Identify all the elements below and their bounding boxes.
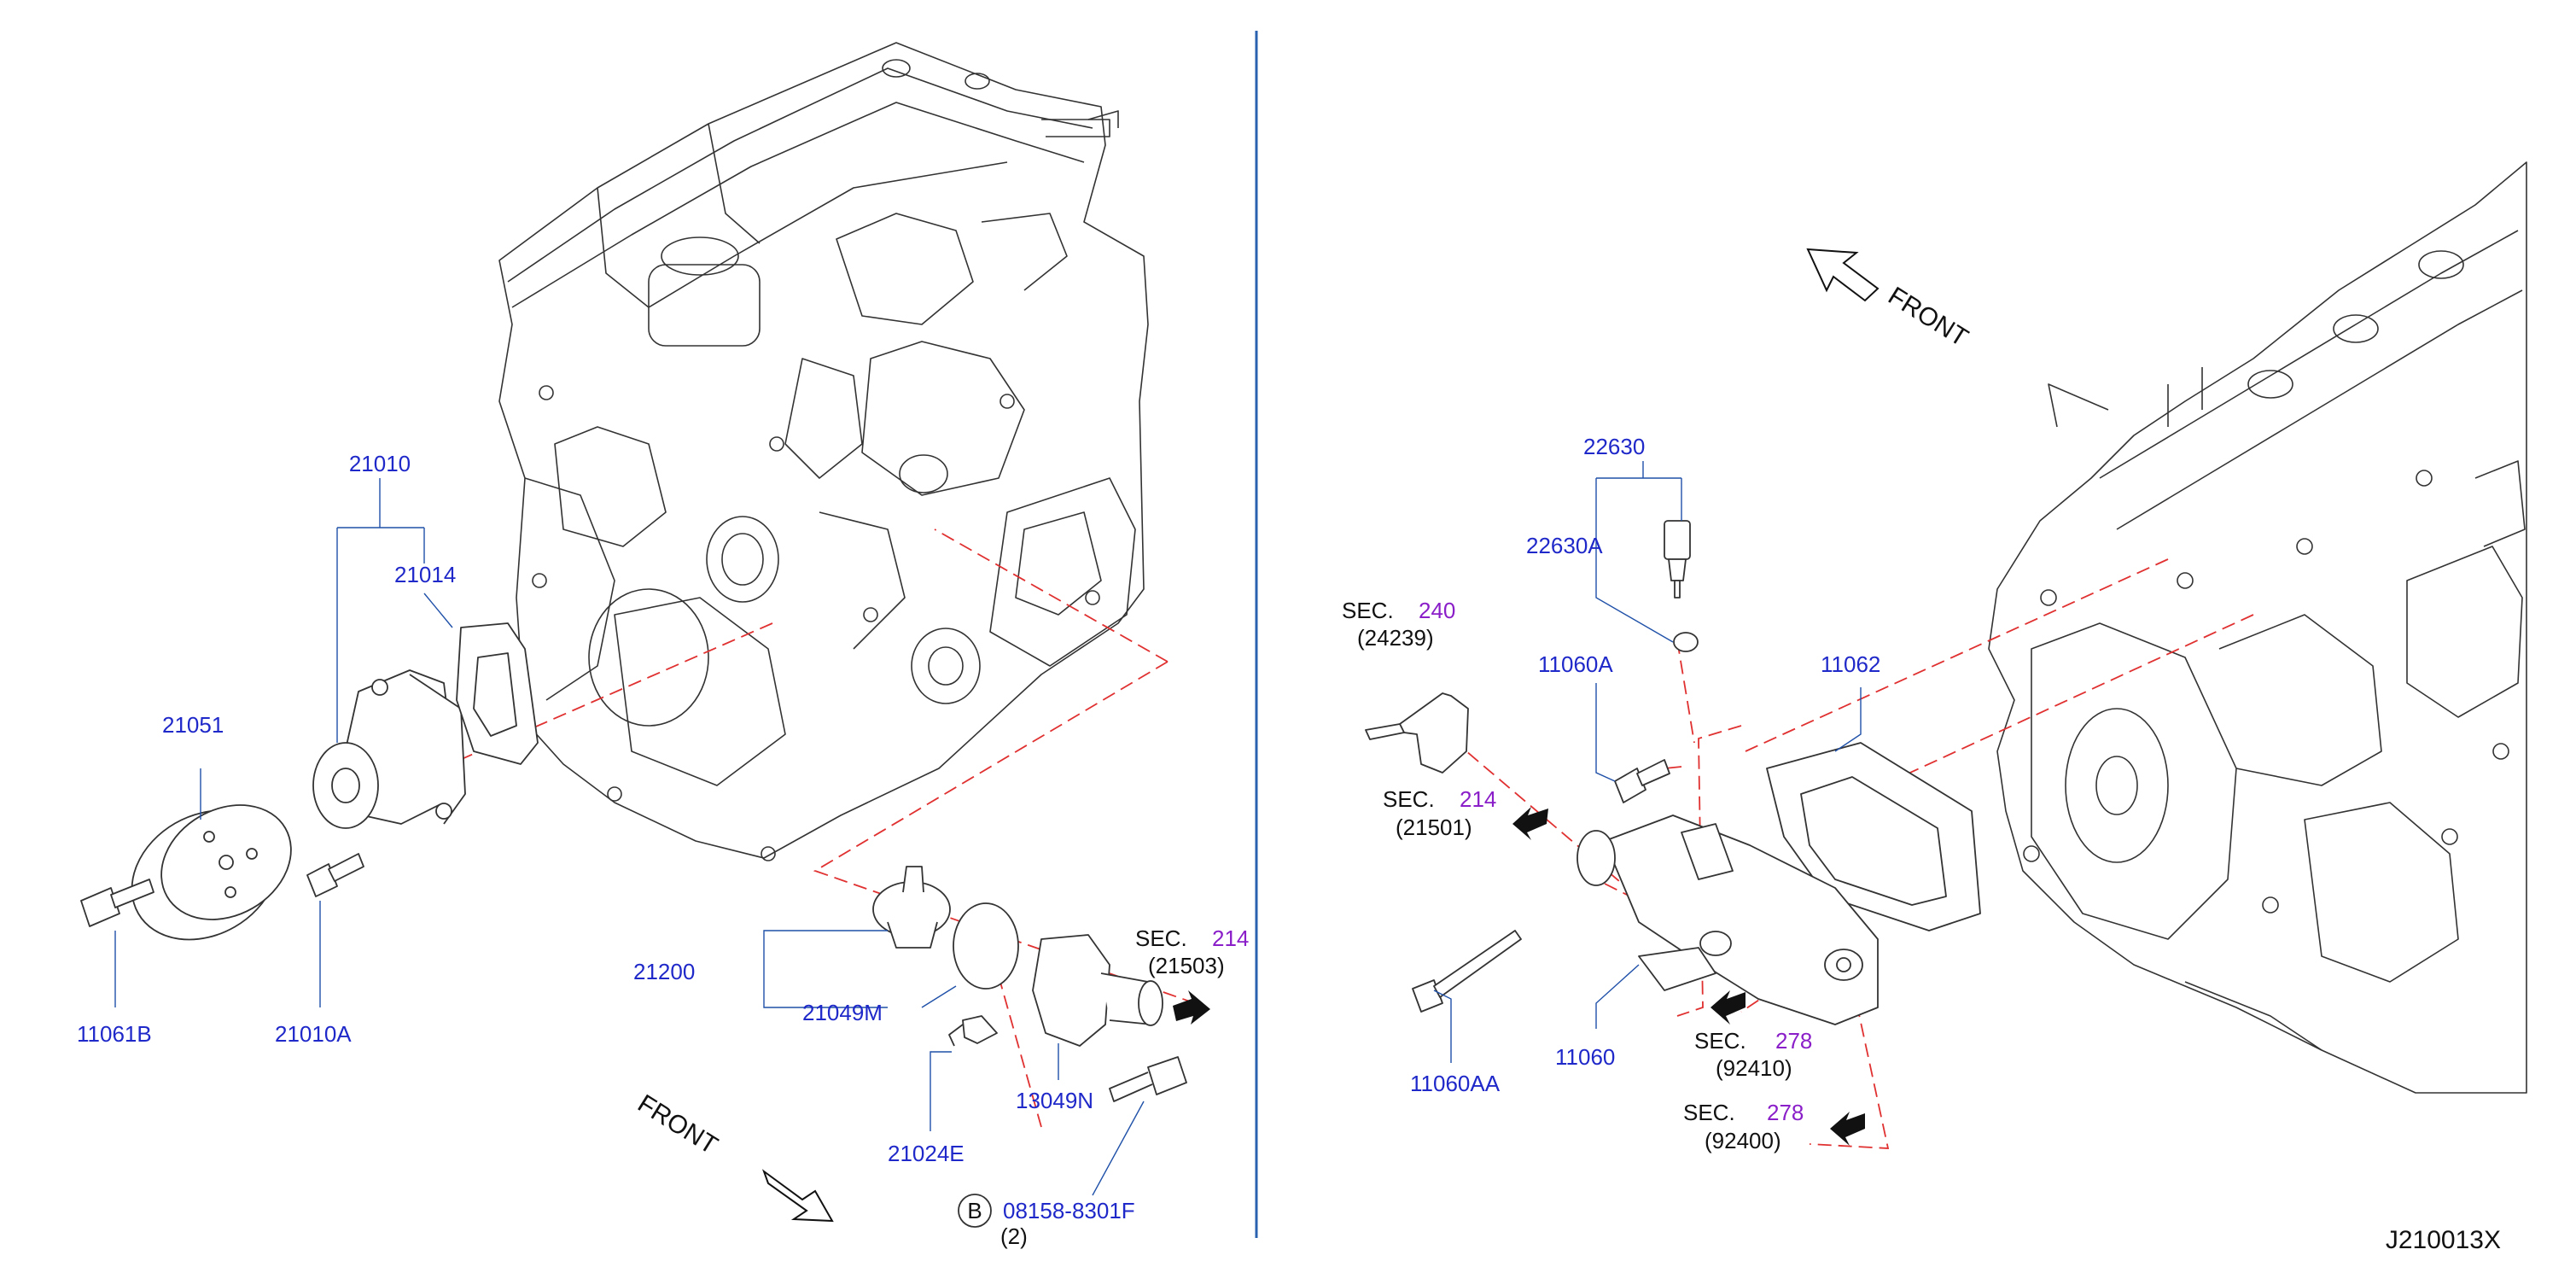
svg-text:SEC.: SEC. xyxy=(1135,925,1187,951)
svg-text:B: B xyxy=(967,1198,982,1223)
label-11060AA: 11060AA xyxy=(1410,1071,1501,1096)
label-13049N: 13049N xyxy=(1016,1088,1093,1113)
diagram-id: J210013X xyxy=(2386,1226,2501,1254)
svg-text:(92400): (92400) xyxy=(1705,1128,1781,1153)
svg-text:SEC.: SEC. xyxy=(1694,1028,1746,1054)
label-21200: 21200 xyxy=(633,959,695,984)
bolt-11060A xyxy=(1614,759,1670,803)
svg-text:(92410): (92410) xyxy=(1716,1055,1792,1081)
svg-text:(21501): (21501) xyxy=(1396,814,1472,840)
svg-text:(21503): (21503) xyxy=(1148,953,1225,978)
arrow-sec-214-left xyxy=(1173,990,1210,1025)
label-21010A: 21010A xyxy=(275,1021,352,1047)
gasket-ring-21049M xyxy=(953,902,1019,990)
pulley-21051 xyxy=(131,804,292,941)
sec-214-left-ref: SEC. 214 (21503) xyxy=(1135,925,1249,978)
svg-text:SEC.: SEC. xyxy=(1342,598,1394,623)
water-inlet-13049N xyxy=(1032,934,1163,1047)
long-bolt-11060AA xyxy=(1412,930,1522,1013)
clip-21024E xyxy=(948,1015,998,1047)
svg-text:FRONT: FRONT xyxy=(632,1089,722,1160)
o-ring-22630A xyxy=(1673,632,1699,652)
right-engine-block xyxy=(1988,161,2527,1094)
temp-sensor-22630 xyxy=(1664,520,1691,598)
svg-text:278: 278 xyxy=(1767,1100,1804,1125)
label-11061B: 11061B xyxy=(77,1021,152,1047)
label-11060A: 11060A xyxy=(1538,651,1613,677)
right-leader-lines xyxy=(1433,461,1862,1063)
sec-278-92400-ref: SEC. 278 (92400) xyxy=(1683,1100,1804,1153)
svg-text:(24239): (24239) xyxy=(1357,625,1434,651)
svg-text:FRONT: FRONT xyxy=(1883,282,1973,353)
label-21010: 21010 xyxy=(349,451,411,476)
circle-b-marker: B xyxy=(958,1194,992,1228)
label-08158-8301F: 08158-8301F xyxy=(1003,1198,1135,1223)
svg-text:240: 240 xyxy=(1419,598,1455,623)
thermostat-21200 xyxy=(872,866,951,949)
front-indicator-left: FRONT xyxy=(632,1089,834,1223)
left-leader-lines xyxy=(114,478,1145,1196)
svg-text:278: 278 xyxy=(1775,1028,1812,1054)
gasket-21014 xyxy=(456,622,539,765)
sec-278-92410-ref: SEC. 278 (92410) xyxy=(1694,1028,1812,1081)
label-21024E: 21024E xyxy=(888,1141,965,1166)
arrow-sec-278-92400 xyxy=(1830,1112,1865,1146)
left-engine-block xyxy=(498,42,1149,861)
label-08158-qty: (2) xyxy=(1000,1223,1028,1249)
bolt-08158-8301F xyxy=(1109,1056,1187,1102)
svg-text:SEC.: SEC. xyxy=(1683,1100,1735,1125)
svg-text:214: 214 xyxy=(1460,786,1496,812)
arrow-sec-278-92410 xyxy=(1711,990,1746,1025)
water-pump-21010 xyxy=(312,669,466,829)
label-21049M: 21049M xyxy=(802,1000,883,1025)
bolt-11061B xyxy=(80,879,154,927)
label-11060: 11060 xyxy=(1555,1044,1615,1070)
front-indicator-right: FRONT xyxy=(1806,248,1973,353)
arrow-sec-214-right xyxy=(1512,807,1548,840)
bolt-21010A xyxy=(306,853,364,897)
svg-text:214: 214 xyxy=(1212,925,1249,951)
water-outlet-11060 xyxy=(1576,814,1879,1025)
sec-240-ref: SEC. 240 (24239) xyxy=(1342,598,1455,651)
sec-214-right-ref: SEC. 214 (21501) xyxy=(1383,786,1496,840)
label-11062: 11062 xyxy=(1821,651,1880,677)
svg-text:SEC.: SEC. xyxy=(1383,786,1435,812)
label-22630A: 22630A xyxy=(1526,533,1603,558)
label-21051: 21051 xyxy=(162,712,224,738)
label-21014: 21014 xyxy=(394,562,456,587)
label-22630: 22630 xyxy=(1583,434,1645,459)
bracket-sec-240 xyxy=(1365,692,1469,774)
